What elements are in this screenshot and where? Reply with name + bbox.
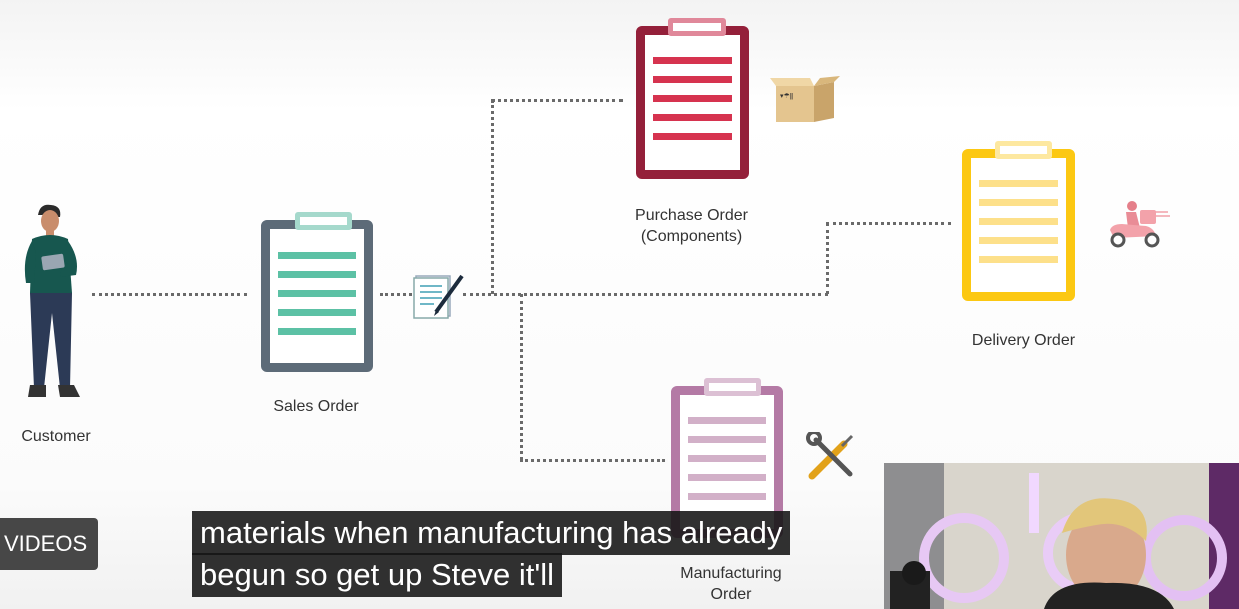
customer-label: Customer xyxy=(21,428,91,445)
manufacturing-order-label: Manufacturing Order xyxy=(650,563,812,605)
connector-up-to-purchase xyxy=(491,100,494,294)
connector-up-to-delivery xyxy=(826,223,829,294)
connector-customer-sales xyxy=(92,293,247,296)
purchase-order-title: Purchase Order xyxy=(635,207,748,224)
connector-sales-contract xyxy=(380,293,412,296)
purchase-order-subtitle: (Components) xyxy=(640,228,743,245)
delivery-scooter-icon xyxy=(1110,201,1170,248)
connector-down-to-manufacturing xyxy=(520,294,523,460)
clipboard-clip xyxy=(704,378,761,396)
connector-purchase xyxy=(491,99,623,102)
videos-button[interactable]: VIDEOS xyxy=(0,518,98,570)
webcam-video-frame xyxy=(884,463,1239,609)
clipboard-clip xyxy=(295,212,352,230)
wrench-screwdriver-icon xyxy=(806,432,854,480)
delivery-order-label: Delivery Order xyxy=(971,332,1076,349)
caption-line-1: materials when manufacturing has already xyxy=(192,511,791,555)
connector-delivery xyxy=(826,222,951,225)
clipboard-clip xyxy=(668,18,726,36)
svg-text:▾☂ǁ: ▾☂ǁ xyxy=(780,92,793,100)
clipboard-clip xyxy=(995,141,1052,159)
connector-trunk xyxy=(463,293,828,296)
presenter-webcam xyxy=(884,463,1239,609)
contract-sign-icon xyxy=(413,274,464,319)
sales-order-label: Sales Order xyxy=(273,398,359,415)
connector-manufacturing xyxy=(520,459,665,462)
purchase-order-label: Purchase Order (Components) xyxy=(600,205,783,247)
purchase-order-clipboard xyxy=(636,18,749,179)
manufacturing-order-title: Manufacturing xyxy=(680,565,782,582)
manufacturing-order-subtitle: Order xyxy=(710,586,752,603)
caption-line-2: begun so get up Steve it'll xyxy=(192,553,563,597)
delivery-order-clipboard xyxy=(962,141,1075,301)
customer-person-icon xyxy=(24,204,80,397)
sales-order-clipboard xyxy=(261,212,373,372)
cardboard-box-icon: ▾☂ǁ xyxy=(770,76,840,122)
